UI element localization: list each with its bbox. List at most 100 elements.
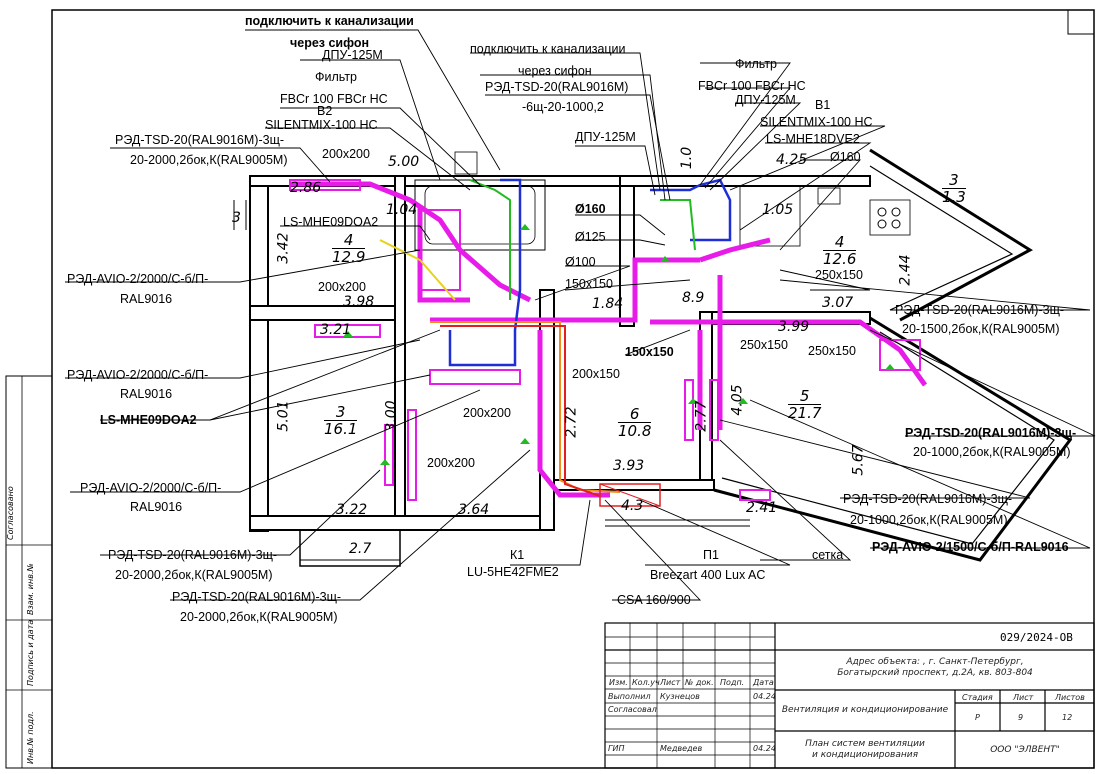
callout-sewer-left: подключить к канализации — [245, 14, 414, 28]
callout-d160-right: Ø160 — [830, 150, 861, 164]
stamp-org: ООО "ЭЛВЕНТ" — [990, 745, 1060, 755]
size-200x200-c: 200х200 — [463, 406, 511, 420]
dim-3-64: 3.64 — [458, 502, 490, 518]
stamp-list-h: Лист — [1013, 693, 1034, 702]
size-150x150-b: 150х150 — [625, 345, 674, 359]
callout-silentmix-right: SILENTMIX-100 HC — [760, 115, 873, 129]
stamp-r3-date: 04.24 — [753, 744, 776, 753]
stamp-h-doc: № док. — [685, 678, 714, 687]
callout-avio-1b: RAL9016 — [120, 292, 173, 306]
dim-4-3: 4.3 — [621, 498, 644, 514]
callout-sewer-mid: подключить к канализации — [470, 42, 626, 56]
callout-d125: Ø125 — [575, 230, 606, 244]
stamp-r1-role: Выполнил — [608, 692, 651, 701]
stamp-address: Адрес объекта: , г. Санкт-Петербург,Бога… — [837, 657, 1033, 678]
callout-b1: В1 — [815, 98, 831, 112]
dim-3-99: 3.99 — [778, 319, 810, 335]
dim-8-9: 8.9 — [682, 290, 705, 306]
callout-red-tsd-1b: 20-2000,2бок,К(RAL9005M) — [130, 153, 288, 167]
callout-filter-left: Фильтр — [315, 70, 357, 84]
stamp-r2-role: Согласовал — [608, 705, 657, 714]
callout-avio-3: РЭД-AVIO-2/2000/С-б/П- — [80, 481, 222, 495]
callout-avio-1: РЭД-AVIO-2/2000/С-б/П- — [67, 272, 209, 286]
dim-3-07: 3.07 — [822, 295, 854, 311]
dim-3-21: 3.21 — [320, 322, 352, 338]
dim-2-72: 2.72 — [563, 406, 580, 438]
dim-3-00: 3.00 — [383, 400, 400, 432]
dim-2-41: 2.41 — [746, 500, 778, 516]
callout-dpu-mid: ДПУ-125М — [575, 130, 636, 144]
stamp-r1-date: 04.24 — [753, 692, 776, 701]
callout-red-tsd-r2b: 20-1000,2бок,К(RAL9005M) — [913, 445, 1071, 459]
stamp-stage: Р — [975, 713, 980, 722]
stamp-h-izm: Изм. — [609, 678, 628, 687]
callout-breezart: Breezart 400 Lux AC — [650, 568, 766, 582]
dim-5-01: 5.01 — [275, 400, 292, 432]
callout-filter-right: Фильтр — [735, 57, 777, 71]
callout-red-tsd-2: РЭД-TSD-20(RAL9016M)-3щ- — [108, 548, 278, 562]
stamp-h-list: Лист — [660, 678, 681, 687]
stamp-stage-h: Стадия — [962, 693, 993, 702]
size-200x150: 200х150 — [572, 367, 620, 381]
dim-2-44: 2.44 — [897, 254, 914, 286]
callout-ls-mhe09-bottom: LS-MHE09DOA2 — [100, 413, 197, 427]
callout-ls-mhe09-top: LS-MHE09DOA2 — [283, 215, 379, 229]
callout-csa: CSA 160/900 — [617, 593, 691, 607]
dim-1-84: 1.84 — [592, 296, 624, 312]
size-250x150-a: 250х150 — [815, 268, 863, 282]
callout-silentmix-left: SILENTMIX-100 HC — [265, 118, 378, 132]
dim-1-04: 1.04 — [386, 202, 418, 218]
size-200x200-b: 200х200 — [318, 280, 366, 294]
side-podp: Подпись и дата — [26, 619, 35, 686]
callout-d160: Ø160 — [575, 202, 606, 216]
dim-3-98: 3.98 — [343, 294, 375, 310]
dim-3-93: 3.93 — [613, 458, 645, 474]
callout-b2: В2 — [317, 104, 333, 118]
size-200x200-a: 200х200 — [322, 147, 370, 161]
dim-1-0: 1.0 — [679, 146, 696, 170]
callout-p1: П1 — [703, 548, 719, 562]
callout-avio-r: РЭД-AVIO-2/1500/С-б/П-RAL9016 — [872, 540, 1069, 554]
callout-red-tsd-r1b: 20-1500,2бок,К(RAL9005M) — [902, 322, 1060, 336]
callout-sewer-mid-2: через сифон — [518, 64, 592, 78]
size-200x200-d: 200х200 — [427, 456, 475, 470]
callout-red-tsd-3b: 20-2000,2бок,К(RAL9005M) — [180, 610, 338, 624]
callout-red-tsd-mid: РЭД-TSD-20(RAL9016M) — [485, 80, 629, 94]
callout-sewer-left-2: через сифон — [290, 36, 370, 50]
callout-red-tsd-r2: РЭД-TSD-20(RAL9016M)-3щ- — [905, 426, 1077, 440]
dim-5-00: 5.00 — [388, 154, 420, 170]
stamp-h-podp: Подп. — [720, 678, 745, 687]
callout-fbcr-left: FBCr 100 FBCr HC — [280, 92, 388, 106]
callout-fbcr-right: FBCr 100 FBCr HC — [698, 79, 806, 93]
dim-1-05: 1.05 — [762, 202, 794, 218]
callout-red-tsd-r3b: 20-1000,2бок,К(RAL9005M) — [850, 513, 1008, 527]
callout-k1: К1 — [510, 548, 525, 562]
dim-3-22: 3.22 — [336, 502, 368, 518]
side-inv: Инв.№ подл. — [26, 711, 35, 764]
dim-2-86: 2.86 — [290, 180, 322, 196]
dim-2-77: 2.77 — [693, 400, 710, 432]
callout-avio-3b: RAL9016 — [130, 500, 183, 514]
callout-setka: сетка — [812, 548, 844, 562]
stamp-r3-role: ГИП — [608, 744, 625, 753]
side-vzam: Взам. инв.№ — [26, 563, 35, 615]
dim-2-7: 2.7 — [349, 541, 372, 557]
stamp-title1: Вентиляция и кондиционирование — [781, 705, 949, 715]
side-agreed: Согласовано — [6, 486, 15, 540]
stamp-r1-name: Кузнецов — [660, 692, 700, 701]
size-250x150-b: 250х150 — [740, 338, 788, 352]
callout-lu: LU-5HE42FME2 — [467, 565, 559, 579]
dim-5-67: 5.67 — [850, 444, 867, 476]
callout-red-tsd-2b: 20-2000,2бок,К(RAL9005M) — [115, 568, 273, 582]
callout-dpu-left: ДПУ-125М — [322, 48, 383, 62]
stamp-h-kol: Кол.уч — [632, 678, 660, 687]
callout-avio-2b: RAL9016 — [120, 387, 173, 401]
dim-4-05: 4.05 — [729, 384, 746, 416]
stamp-r3-name: Медведев — [660, 744, 703, 753]
callout-ls-mhe18: LS-MHE18DVE2 — [766, 132, 860, 146]
